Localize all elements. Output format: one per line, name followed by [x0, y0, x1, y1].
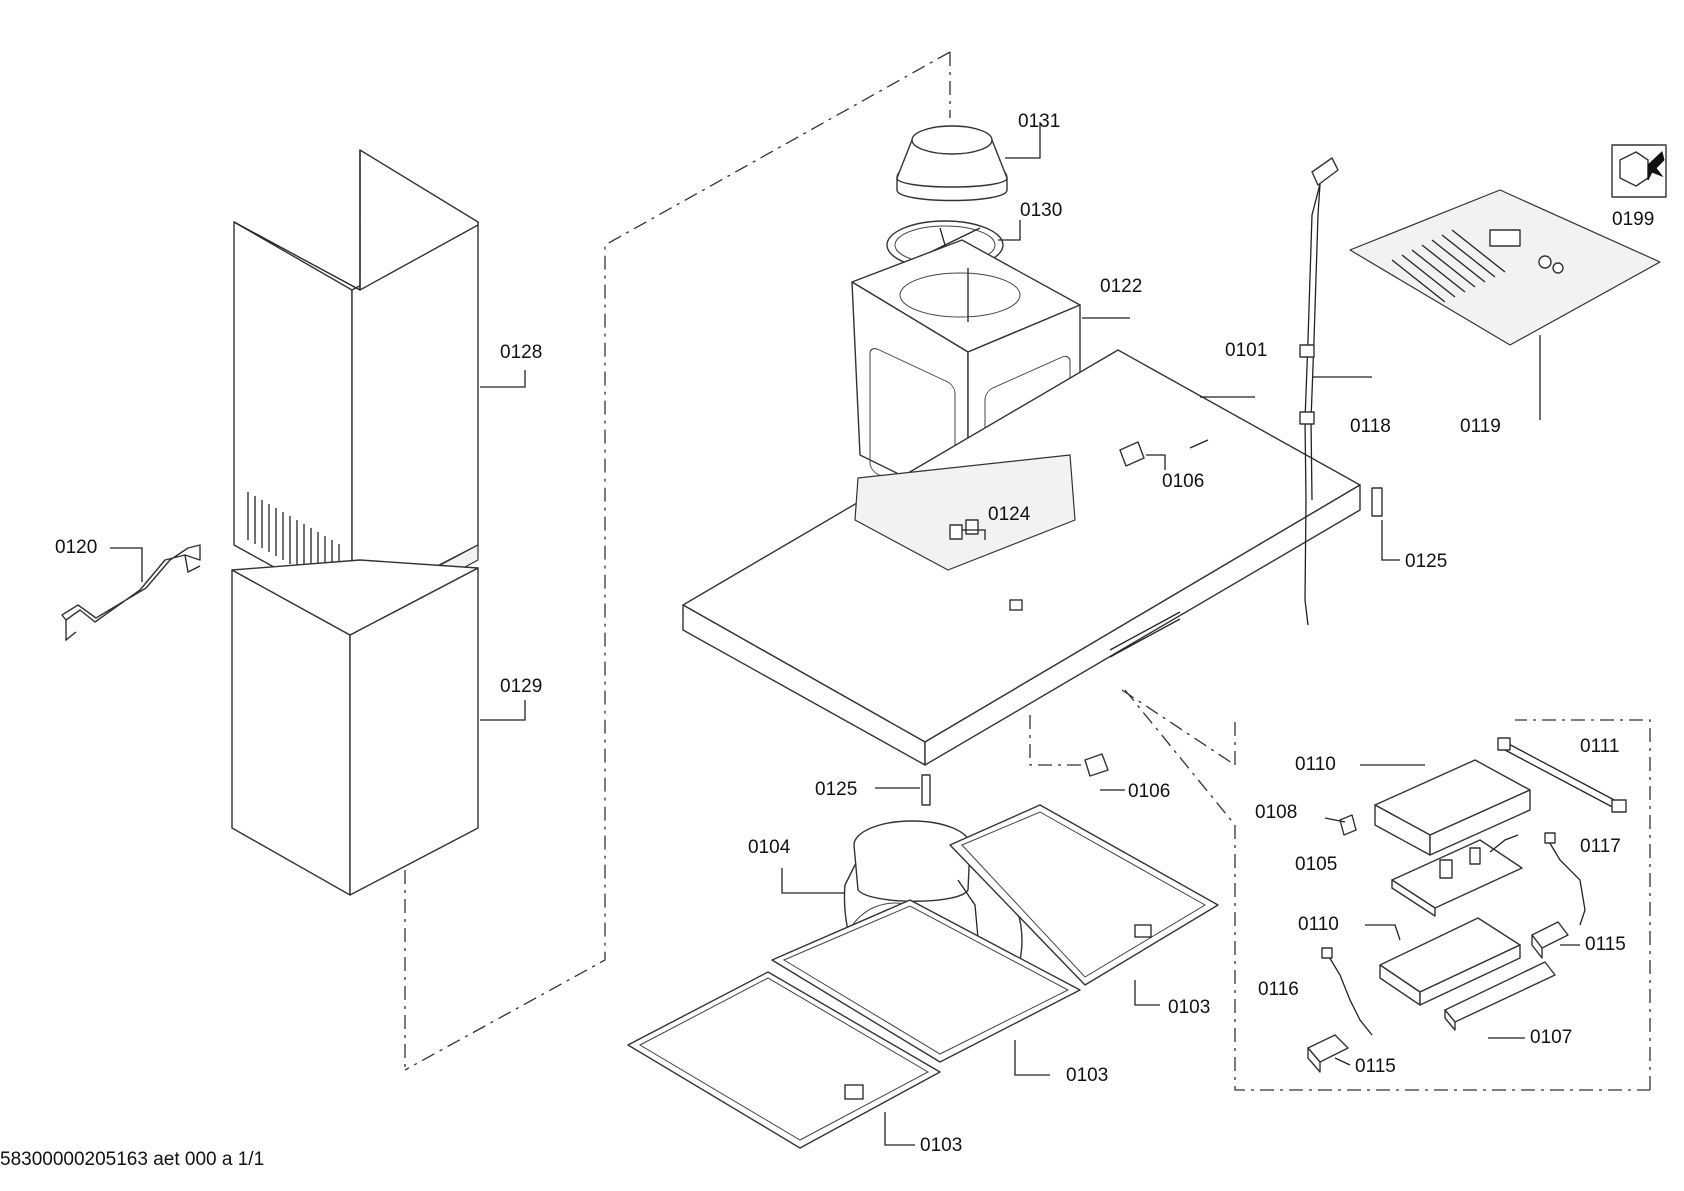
part-0108-clip: [1339, 814, 1357, 836]
part-0106-clip-upper: [1119, 439, 1209, 467]
label-0125-upper: 0125: [1405, 551, 1447, 572]
part-0125-spring-lower: [921, 774, 931, 806]
document-code: 58300000205163 aet 000 a 1/1: [0, 1149, 265, 1170]
label-0119: 0119: [1460, 416, 1501, 437]
part-0101-canopy: [682, 349, 1361, 766]
part-0107-display: [1444, 961, 1556, 1031]
label-0103-middle: 0103: [1066, 1065, 1108, 1086]
label-0115-left: 0115: [1355, 1056, 1396, 1077]
part-labels: 0131 0130 0122 0128 0101 0118 0119 0199 …: [55, 111, 1654, 1156]
part-0105-board: [1391, 834, 1523, 917]
part-0115-lamp-left: [1307, 1034, 1349, 1073]
label-0108: 0108: [1255, 802, 1297, 823]
part-0119-accessory-bag: [1349, 189, 1661, 346]
label-0116: 0116: [1258, 979, 1299, 1000]
label-0106-lower: 0106: [1128, 781, 1170, 802]
label-0106-upper: 0106: [1162, 471, 1204, 492]
label-0104: 0104: [748, 837, 791, 858]
assembly-outline-main: [404, 51, 1651, 1091]
label-0129: 0129: [500, 676, 542, 697]
label-0107: 0107: [1530, 1027, 1572, 1048]
label-0125-lower: 0125: [815, 779, 857, 800]
label-0103-left: 0103: [920, 1135, 962, 1156]
label-0103-right: 0103: [1168, 997, 1210, 1018]
part-0103-filter-right: [949, 804, 1219, 986]
label-0199: 0199: [1612, 209, 1654, 230]
label-0118: 0118: [1350, 416, 1391, 437]
part-0110-cover-lower: [1379, 917, 1521, 1006]
label-0131: 0131: [1018, 111, 1060, 132]
label-0122: 0122: [1100, 276, 1142, 297]
label-0111: 0111: [1580, 736, 1619, 757]
label-0101: 0101: [1225, 340, 1267, 361]
leader-lines: [110, 122, 1580, 1146]
label-0115-right: 0115: [1585, 934, 1626, 955]
part-0103-filter-left: [627, 971, 941, 1149]
part-0116-cable: [1321, 947, 1373, 1036]
part-0128-upper-chimney: [233, 149, 479, 629]
part-0125-spring-upper: [1371, 487, 1383, 517]
label-0128: 0128: [500, 342, 542, 363]
part-0110-cover-upper: [1374, 759, 1531, 856]
label-0124: 0124: [988, 504, 1031, 525]
label-0110-lower: 0110: [1298, 914, 1339, 935]
part-0131-duct-ring: [896, 125, 1008, 202]
part-0103-filter-middle: [771, 899, 1081, 1063]
part-0120-bracket: [61, 544, 201, 642]
label-0120: 0120: [55, 537, 97, 558]
part-0122-motor-housing: [851, 239, 1081, 509]
bag-screws: [1391, 229, 1506, 303]
part-0117-cable: [1544, 832, 1586, 926]
part-0129-lower-chimney: [231, 559, 479, 896]
part-0106-clip-lower: [1084, 753, 1109, 777]
part-0111-ribbon-cable: [1497, 737, 1627, 813]
service-tool-icon: [1611, 144, 1667, 198]
part-0118-power-cable: [1299, 157, 1339, 626]
label-0130: 0130: [1020, 200, 1062, 221]
label-0117: 0117: [1580, 836, 1621, 857]
label-0105: 0105: [1295, 854, 1337, 875]
label-0110-upper: 0110: [1295, 754, 1336, 775]
part-0115-lamp-right: [1531, 921, 1569, 959]
